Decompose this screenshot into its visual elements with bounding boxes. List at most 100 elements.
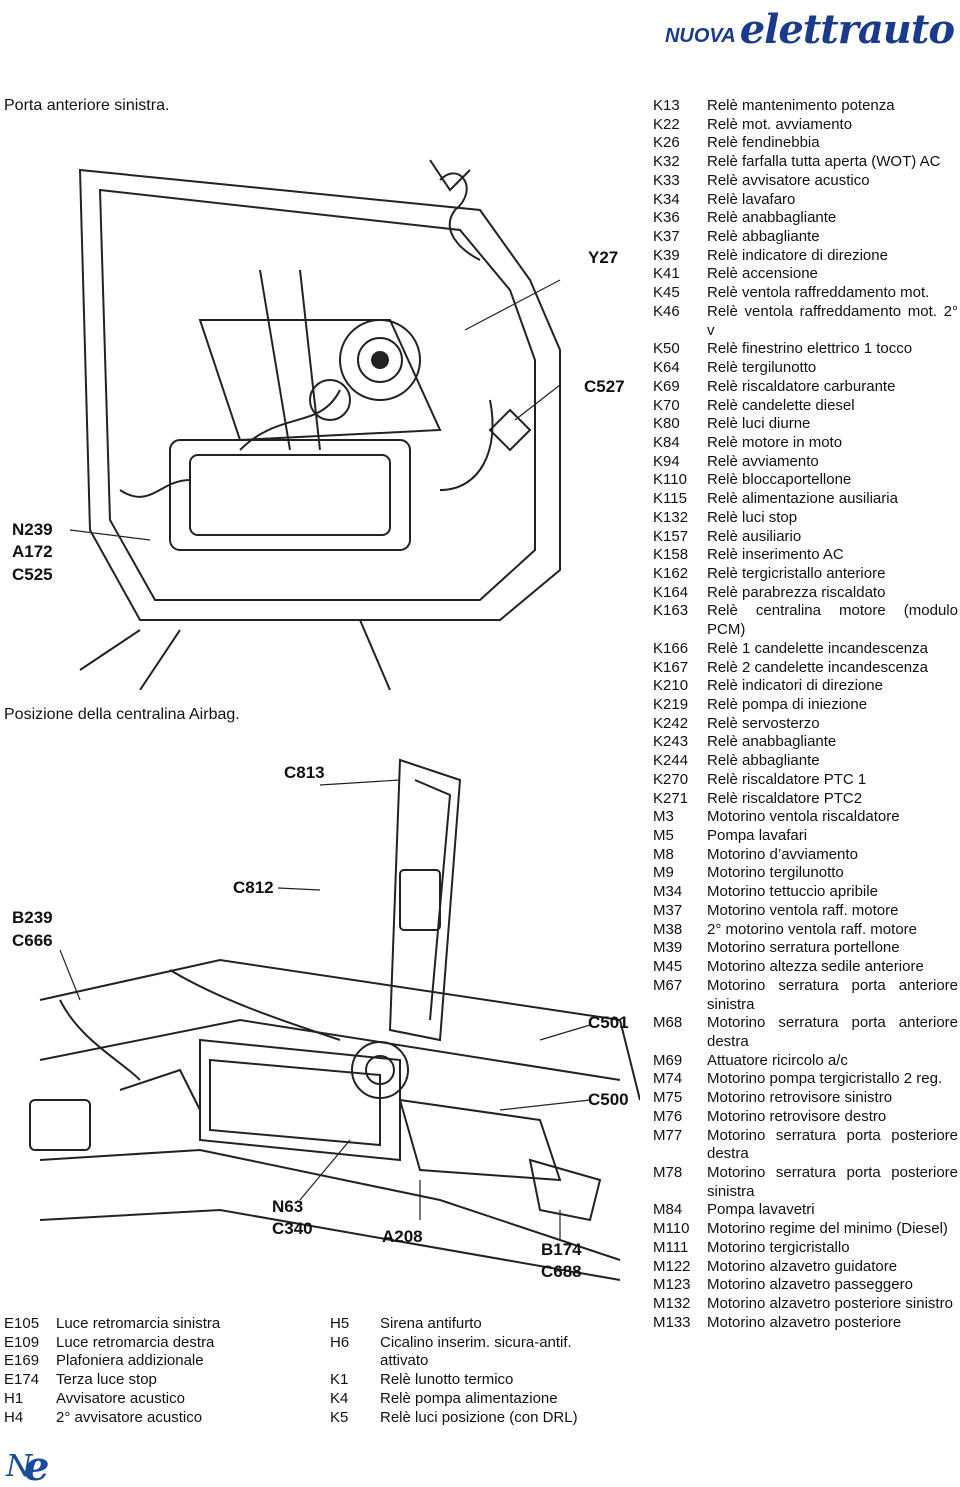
legend-description: Relè luci diurne — [707, 415, 811, 433]
legend-description: Relè riscaldatore PTC 1 — [707, 770, 867, 788]
legend-description: Motorino ventola riscaldatore — [707, 808, 900, 826]
legend-code: K84 — [653, 433, 680, 451]
brand-logo: NUOVA elettrauto — [664, 6, 955, 53]
legend-row: K80 Relè luci diurne — [653, 415, 958, 434]
label-c666: C666 — [12, 931, 53, 950]
legend-code: K70 — [653, 396, 680, 414]
legend-code: K242 — [653, 714, 689, 732]
label-a208: A208 — [382, 1227, 423, 1246]
footer-logo: N e — [5, 1443, 49, 1484]
legend-code: M132 — [653, 1295, 691, 1312]
legend-row: M75 Motorino retrovisore sinistro — [653, 1089, 958, 1108]
legend-description: Relè riscaldatore carburante — [707, 377, 896, 395]
legend-description: Motorino alzavetro passeggero — [707, 1276, 913, 1294]
legend-code: M45 — [653, 958, 683, 976]
legend-code: K69 — [653, 377, 680, 395]
logo-brand-text: elettrauto — [739, 6, 955, 53]
legend-row: M123 Motorino alzavetro passeggero — [653, 1276, 958, 1295]
legend-description: Plafoniera addizionale — [56, 1352, 204, 1370]
legend-description: Relè tergicristallo anteriore — [707, 564, 886, 582]
legend-description: Motorino retrovisore sinistro — [707, 1089, 893, 1107]
legend-code: K164 — [653, 583, 689, 601]
footer-logo-e: e — [24, 1443, 49, 1484]
legend-code: M110 — [653, 1220, 690, 1238]
legend-description: Motorino altezza sedile anteriore — [707, 958, 924, 976]
legend-code: K219 — [653, 696, 689, 713]
legend-description: 2° avvisatore acustico — [56, 1408, 203, 1426]
legend-row: K69 Relè riscaldatore carburante — [653, 378, 958, 397]
legend-description: Relè ventola raffreddamento mot. — [707, 284, 930, 302]
floor-diagram — [29, 758, 640, 1281]
legend-code: K271 — [653, 789, 689, 807]
footer-logo-n: N — [5, 1449, 34, 1484]
legend-code: M123 — [653, 1276, 691, 1294]
legend-code: H6 — [330, 1333, 350, 1351]
legend-description: Pompa lavavetri — [707, 1201, 815, 1219]
legend-description: Luce retromarcia sinistra — [56, 1315, 221, 1332]
label-a172: A172 — [12, 542, 53, 561]
legend-description: Relè anabbagliante — [707, 733, 837, 751]
legend-code: K37 — [653, 228, 680, 246]
legend-description: Relè abbagliante — [707, 752, 820, 770]
legend-description: Motorino ventola raff. motore — [707, 901, 899, 919]
legend-code: K5 — [330, 1408, 349, 1426]
legend-code: K80 — [653, 415, 680, 433]
legend-description: Avvisatore acustico — [56, 1389, 185, 1407]
legend-code: K158 — [653, 546, 689, 564]
legend-description: Motorino tergicristallo — [707, 1238, 850, 1256]
legend-description: Motorino alzavetro guidatore — [707, 1257, 898, 1275]
legend-code: M5 — [653, 827, 674, 845]
label-c500: C500 — [588, 1090, 629, 1109]
legend-description: Motorino tergilunotto — [707, 864, 844, 882]
legend-code: K22 — [653, 115, 680, 133]
legend-description: Motorino serratura porta posteriore sini… — [707, 1163, 958, 1200]
legend-code: M69 — [653, 1051, 683, 1069]
legend-code: M38 — [653, 920, 683, 938]
legend-description: Luce retromarcia destra — [56, 1333, 215, 1351]
legend-description: Motorino serratura porta anteriore sinis… — [707, 976, 958, 1013]
legend-description: Motorino tettuccio apribile — [707, 883, 878, 901]
legend-code: K64 — [653, 359, 680, 377]
legend-row: M45 Motorino altezza sedile anteriore — [653, 958, 958, 977]
logo-nuova-text: NUOVA — [664, 25, 736, 47]
legend-code: M75 — [653, 1089, 683, 1107]
legend-description: Relè mantenimento potenza — [707, 97, 895, 114]
legend-code: K50 — [653, 340, 680, 358]
legend-code: K115 — [653, 490, 687, 508]
legend-code: K157 — [653, 527, 689, 545]
